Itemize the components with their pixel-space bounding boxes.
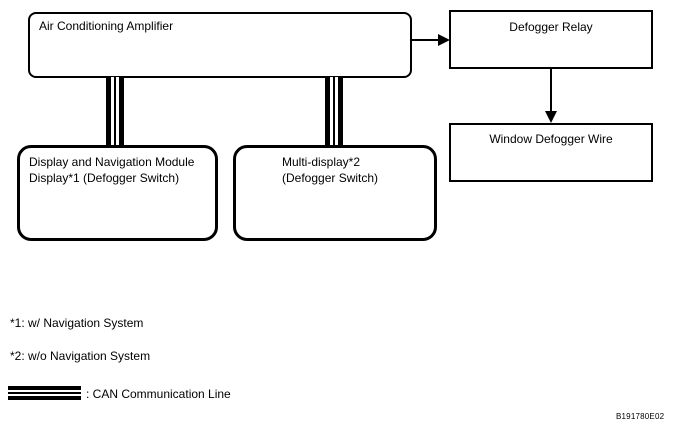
box-multi-display-label-line2: (Defogger Switch) <box>282 171 379 185</box>
arrow-right-icon <box>438 34 450 46</box>
footnote-2: *2: w/o Navigation System <box>10 349 151 363</box>
can-line-left <box>106 77 124 145</box>
box-window-defogger-wire-label: Window Defogger Wire <box>489 132 613 146</box>
box-multi-display-label-line1: Multi-display*2 <box>282 155 361 169</box>
box-defogger-relay: Defogger Relay <box>449 10 653 69</box>
figure-id: B191780E02 <box>616 412 665 421</box>
box-display-nav-module-label-line2: Display*1 (Defogger Switch) <box>29 171 180 185</box>
can-line-right <box>325 77 343 145</box>
connector-relay-to-wire-line <box>550 69 552 113</box>
footnote-1: *1: w/ Navigation System <box>10 316 144 330</box>
connector-ac-to-relay-line <box>412 39 440 41</box>
box-window-defogger-wire: Window Defogger Wire <box>449 123 653 182</box>
box-display-nav-module-label-line1: Display and Navigation Module <box>29 155 195 169</box>
arrow-down-icon <box>545 111 557 123</box>
box-air-conditioning-amplifier-label: Air Conditioning Amplifier <box>39 19 174 33</box>
can-line-legend-label: : CAN Communication Line <box>86 387 231 401</box>
box-display-nav-module: Display and Navigation Module Display*1 … <box>17 145 218 241</box>
box-air-conditioning-amplifier: Air Conditioning Amplifier <box>28 12 412 78</box>
box-defogger-relay-label: Defogger Relay <box>509 20 593 34</box>
can-line-legend-icon <box>8 386 81 400</box>
box-multi-display: Multi-display*2 (Defogger Switch) <box>233 145 437 241</box>
